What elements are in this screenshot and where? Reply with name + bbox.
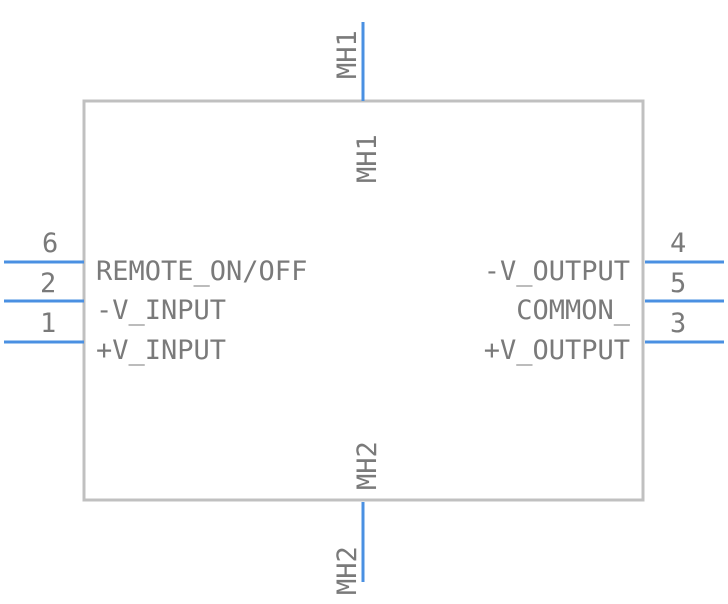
pin-name-common: COMMON_ — [516, 295, 631, 326]
pin-inner-label-mh1: MH1 — [352, 134, 383, 183]
pin-outer-label-mh2: MH2 — [332, 546, 363, 595]
pin-name-plus-v-input: +V_INPUT — [96, 335, 226, 366]
pin-outer-label-mh1: MH1 — [332, 30, 363, 79]
pin-number-1: 1 — [40, 308, 56, 339]
pin-name-minus-v-output: -V_OUTPUT — [484, 256, 630, 287]
pin-number-5: 5 — [670, 268, 686, 299]
pin-number-3: 3 — [670, 308, 686, 339]
pin-inner-label-mh2: MH2 — [352, 441, 383, 490]
pin-name-plus-v-output: +V_OUTPUT — [484, 335, 630, 366]
pin-number-2: 2 — [40, 268, 56, 299]
pin-number-4: 4 — [670, 228, 686, 259]
pin-number-6: 6 — [42, 228, 58, 259]
pin-name-minus-v-input: -V_INPUT — [96, 295, 226, 326]
pin-name-remote-on-off: REMOTE_ON/OFF — [96, 256, 307, 287]
